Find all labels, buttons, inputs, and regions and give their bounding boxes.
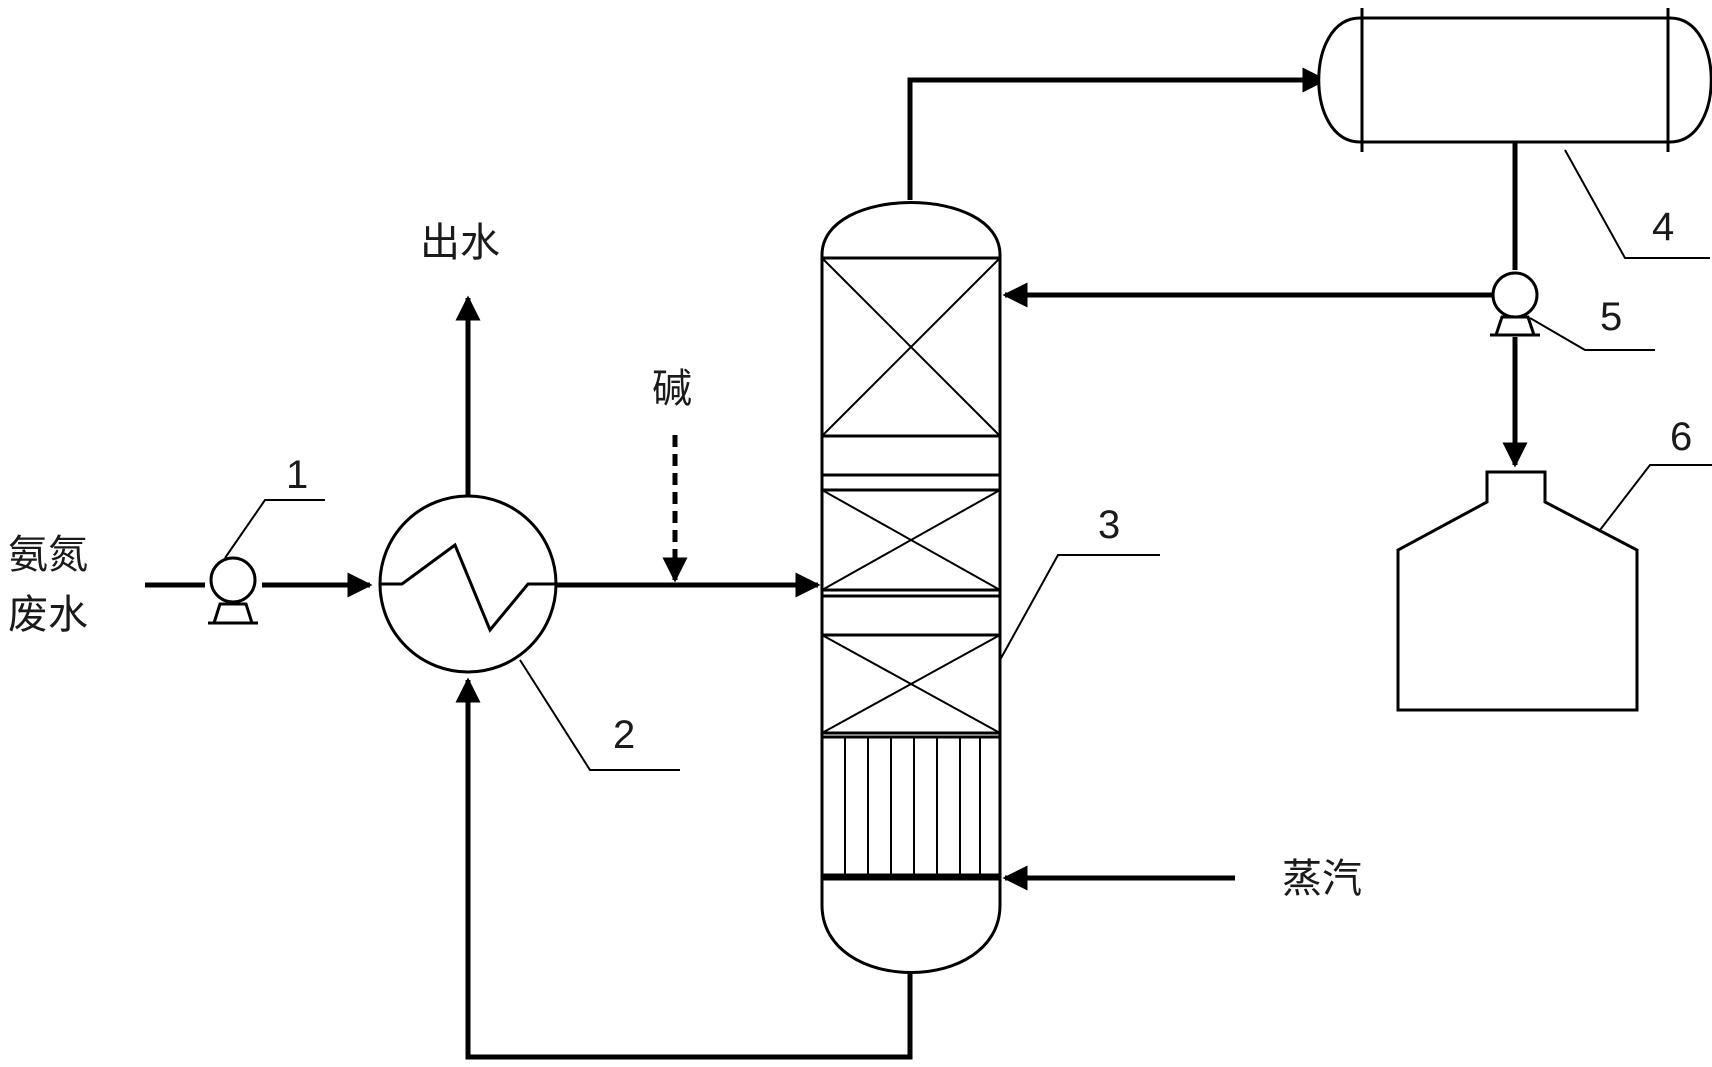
reflux-pump: [1490, 271, 1540, 337]
number-label-5: 5: [1600, 295, 1622, 339]
number-label-2: 2: [613, 713, 635, 757]
number-label-6: 6: [1670, 415, 1692, 459]
water-out-label: 出水: [420, 220, 500, 266]
leader-lines: [224, 149, 1712, 771]
feed-label-line2: 废水: [8, 592, 88, 638]
number-label-1: 1: [286, 453, 308, 497]
condenser-tank: [1317, 8, 1712, 152]
feed-label-line1: 氨氮: [8, 532, 88, 578]
number-label-4: 4: [1652, 205, 1674, 249]
number-label-3: 3: [1098, 503, 1120, 547]
overhead-vapor-line: [907, 67, 1328, 200]
feed-pump: [208, 556, 258, 625]
steam-label: 蒸汽: [1282, 856, 1362, 902]
product-tank: [1396, 470, 1639, 712]
stripping-tower: [820, 201, 1002, 974]
alkali-label: 碱: [652, 366, 692, 412]
bottoms-return-line: [455, 677, 913, 1060]
heat-exchanger: [378, 494, 558, 674]
